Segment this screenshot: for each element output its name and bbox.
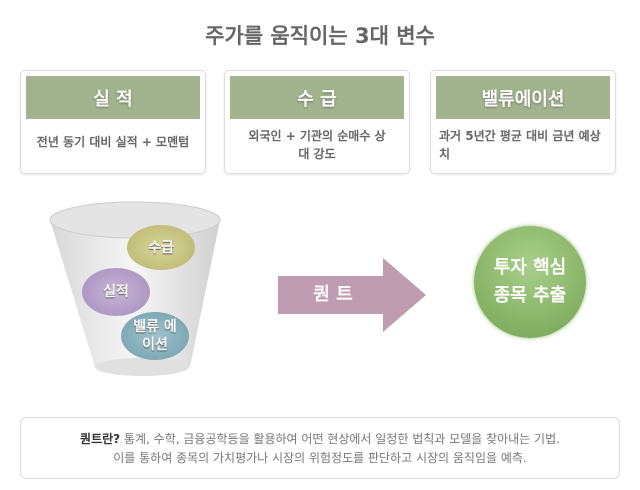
note-term: 퀀트란? (80, 432, 121, 446)
bubble-supply: 수급 (127, 225, 195, 270)
card-earnings: 실 적 전년 동기 대비 실적 + 모멘텀 (20, 70, 206, 174)
note-line2: 이를 통하여 종목의 가치평가나 시장의 위험정도를 판단하고 시장의 움직임을… (113, 451, 527, 465)
quant-definition: 퀀트란? 통계, 수학, 금융공학등을 활용하여 어떤 현상에서 일정한 법칙과… (20, 417, 620, 479)
page-title: 주가를 움직이는 3대 변수 (205, 24, 435, 48)
card-header: 수 급 (230, 76, 404, 119)
card-header: 밸류에이션 (436, 76, 610, 119)
note-line1: 통계, 수학, 금융공학등을 활용하여 어떤 현상에서 일정한 법칙과 모델을 … (123, 432, 560, 446)
card-desc: 과거 5년간 평균 대비 금년 예상치 (439, 129, 601, 161)
card-desc: 외국인 + 기관의 순매수 상대 강도 (248, 129, 386, 161)
card-supply: 수 급 외국인 + 기관의 순매수 상대 강도 (224, 70, 410, 174)
result-circle: 투자 핵심 종목 추출 (474, 226, 586, 338)
bubble-earnings: 실적 (82, 268, 150, 316)
card-desc: 전년 동기 대비 실적 + 모멘텀 (36, 135, 190, 149)
card-header: 실 적 (26, 76, 200, 119)
result-label: 투자 핵심 종목 추출 (493, 257, 567, 306)
arrow-label: 퀀 트 (313, 284, 353, 305)
card-valuation: 밸류에이션 과거 5년간 평균 대비 금년 예상치 (430, 70, 616, 174)
arrow-icon (278, 258, 426, 332)
bubble-valuation: 밸류 에이션 (121, 312, 189, 360)
